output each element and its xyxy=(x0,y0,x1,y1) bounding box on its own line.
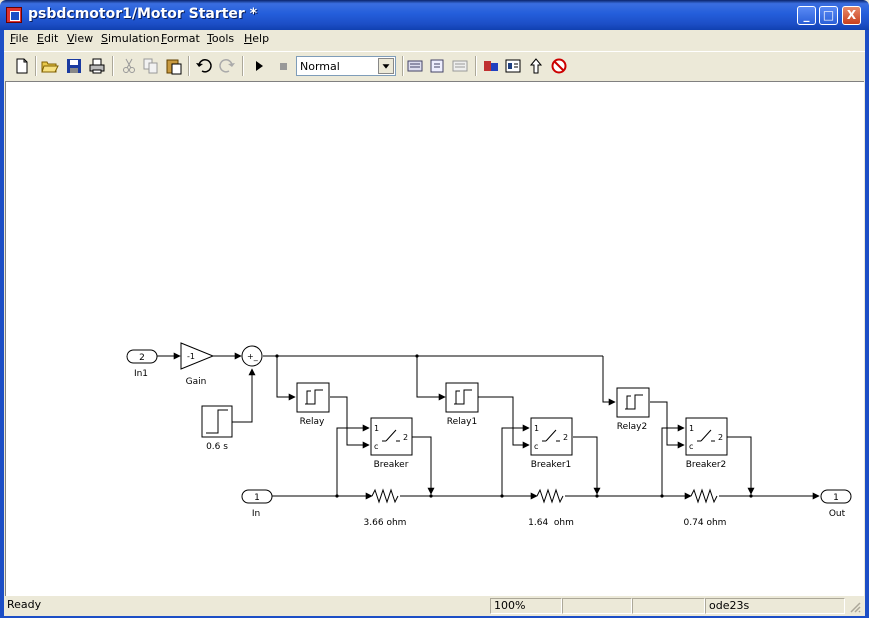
svg-text:1: 1 xyxy=(374,424,379,433)
copy-icon[interactable] xyxy=(142,57,160,75)
zoom-level: 100% xyxy=(490,598,562,614)
relay2-block[interactable]: Relay2 xyxy=(616,387,650,432)
window-frame-bottom xyxy=(0,615,869,618)
in1-inport-block[interactable]: 2 In1 xyxy=(126,349,158,379)
in1-label: In1 xyxy=(134,369,148,379)
resize-grip-icon[interactable] xyxy=(849,601,861,613)
resistor1-label: 3.66 ohm xyxy=(364,518,407,528)
menu-tools[interactable]: Tools xyxy=(207,32,235,45)
update-diagram-icon[interactable] xyxy=(429,57,447,75)
simulation-mode-select[interactable]: Normal xyxy=(296,56,396,76)
breaker-label: Breaker xyxy=(374,460,409,470)
svg-text:c: c xyxy=(534,442,538,451)
status-cell-empty-2 xyxy=(632,598,705,614)
breaker1-label: Breaker1 xyxy=(531,460,572,470)
model-canvas[interactable]: 2 In1 -1 Gain +_ 0.6 s Relay xyxy=(5,81,864,596)
resistor-0-74-block[interactable]: 0.74 ohm xyxy=(684,488,727,528)
refresh-icon[interactable] xyxy=(451,57,469,75)
menu-file[interactable]: File xyxy=(10,32,29,45)
close-button[interactable]: X xyxy=(842,6,861,25)
open-icon[interactable] xyxy=(41,57,59,75)
svg-text:2: 2 xyxy=(403,433,408,442)
print-icon[interactable] xyxy=(88,57,106,75)
title-bar[interactable]: psbdcmotor1/Motor Starter * _ □ X xyxy=(0,0,869,30)
menu-simulation[interactable]: Simulation xyxy=(101,32,160,45)
go-to-parent-icon[interactable] xyxy=(527,57,545,75)
breaker-block[interactable]: 1 c 2 Breaker xyxy=(370,417,413,470)
paste-icon[interactable] xyxy=(165,57,183,75)
resistor-3-66-block[interactable]: 3.66 ohm xyxy=(364,488,407,528)
library-browser-icon[interactable] xyxy=(482,57,500,75)
model-explorer-icon[interactable] xyxy=(504,57,522,75)
redo-icon[interactable] xyxy=(218,57,236,75)
menu-bar: File Edit View Simulation Format Tools H… xyxy=(4,30,865,49)
svg-text:2: 2 xyxy=(718,433,723,442)
minimize-button[interactable]: _ xyxy=(797,6,816,25)
simulation-mode-value: Normal xyxy=(300,60,340,73)
menu-format[interactable]: Format xyxy=(161,32,200,45)
breaker2-block[interactable]: 1 c 2 Breaker2 xyxy=(685,417,728,470)
out-port-block[interactable]: 1 Out xyxy=(820,489,852,519)
solver-name: ode23s xyxy=(705,598,845,614)
step-block[interactable]: 0.6 s xyxy=(201,405,233,452)
window-frame-right xyxy=(865,30,869,618)
toolbar: Normal xyxy=(4,51,865,80)
status-bar: Ready 100% ode23s xyxy=(4,597,865,616)
build-icon[interactable] xyxy=(406,57,424,75)
stop-simulation-icon[interactable] xyxy=(274,57,292,75)
relay1-label: Relay1 xyxy=(447,417,477,427)
breaker1-block[interactable]: 1 c 2 Breaker1 xyxy=(530,417,573,470)
step-label: 0.6 s xyxy=(206,442,228,452)
chevron-down-icon[interactable] xyxy=(378,58,394,74)
svg-text:1: 1 xyxy=(534,424,539,433)
relay1-block[interactable]: Relay1 xyxy=(445,382,479,427)
gain-label: Gain xyxy=(186,377,207,387)
svg-text:2: 2 xyxy=(563,433,568,442)
block-diagram[interactable]: 2 In1 -1 Gain +_ 0.6 s Relay xyxy=(6,82,863,595)
status-cell-empty-1 xyxy=(562,598,632,614)
window-title: psbdcmotor1/Motor Starter * xyxy=(28,6,258,22)
in-port-block[interactable]: 1 In xyxy=(241,489,273,519)
relay-block[interactable]: Relay xyxy=(296,382,330,427)
sum-block[interactable]: +_ xyxy=(241,345,263,367)
menu-edit[interactable]: Edit xyxy=(37,32,59,45)
debug-icon[interactable] xyxy=(550,57,568,75)
in-port-number: 1 xyxy=(254,493,260,503)
relay2-label: Relay2 xyxy=(617,422,647,432)
window-frame-left xyxy=(0,30,4,618)
save-icon[interactable] xyxy=(65,57,83,75)
menu-view[interactable]: View xyxy=(67,32,94,45)
in1-port-number: 2 xyxy=(139,353,145,363)
menu-help[interactable]: Help xyxy=(244,32,270,45)
svg-text:c: c xyxy=(689,442,693,451)
svg-text:1: 1 xyxy=(689,424,694,433)
out-label: Out xyxy=(829,509,846,519)
svg-text:c: c xyxy=(374,442,378,451)
undo-icon[interactable] xyxy=(195,57,213,75)
out-port-number: 1 xyxy=(833,493,839,503)
cut-icon[interactable] xyxy=(120,57,138,75)
gain-value: -1 xyxy=(187,352,195,361)
gain-block[interactable]: -1 Gain xyxy=(180,342,215,387)
breaker2-label: Breaker2 xyxy=(686,460,727,470)
sum-signs: +_ xyxy=(247,352,259,361)
in-label: In xyxy=(252,509,260,519)
resistor2-label: 1.64 ohm xyxy=(528,518,574,528)
resistor3-label: 0.74 ohm xyxy=(684,518,727,528)
start-simulation-icon[interactable] xyxy=(250,57,268,75)
status-text: Ready xyxy=(7,598,42,611)
simulink-app-icon[interactable] xyxy=(6,7,22,23)
resistor-1-64-block[interactable]: 1.64 ohm xyxy=(528,488,574,528)
relay-label: Relay xyxy=(300,417,325,427)
maximize-button[interactable]: □ xyxy=(819,6,838,25)
new-icon[interactable] xyxy=(13,57,31,75)
